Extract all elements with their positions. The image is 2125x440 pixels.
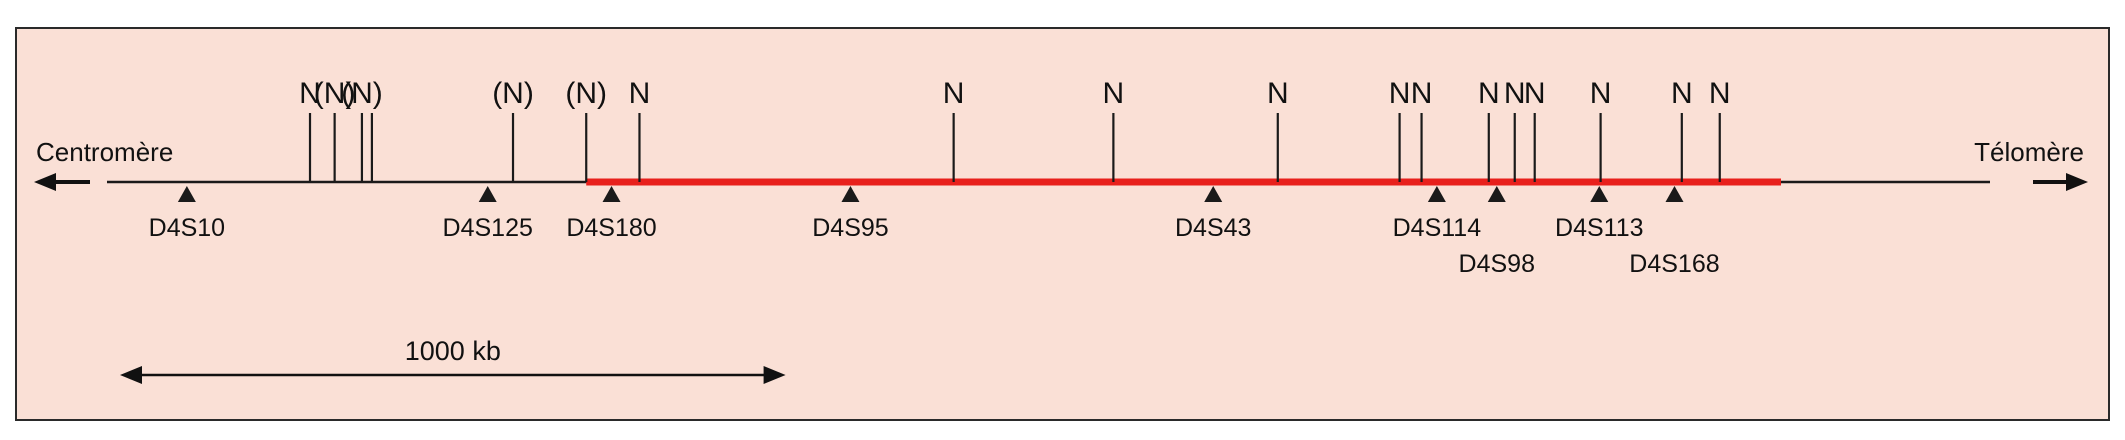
notI-site-label: N [1478, 77, 1500, 110]
notI-site-label: (N) [314, 77, 356, 110]
notI-site-label: N [629, 77, 651, 110]
notI-site-label: N [1590, 77, 1612, 110]
notI-site-label: N [1504, 77, 1526, 110]
marker-triangle-icon [1590, 186, 1609, 202]
notI-site-label: N [299, 77, 321, 110]
marker-label: D4S125 [443, 214, 533, 242]
notI-site-label: N [1709, 77, 1731, 110]
marker-label: D4S113 [1555, 214, 1644, 242]
scale-bar-label: 1000 kb [405, 336, 501, 366]
figure-panel [15, 27, 2110, 421]
marker-label: D4S168 [1629, 250, 1719, 278]
notI-site-label: N [1103, 77, 1125, 110]
notI-site-label: N [1671, 77, 1693, 110]
notI-site-label: N [943, 77, 965, 110]
telomere-label: Télomère [1974, 137, 2084, 167]
marker-triangle-icon [1427, 186, 1446, 202]
marker-triangle-icon [602, 186, 621, 202]
marker-label: D4S180 [566, 214, 656, 242]
marker-label: D4S95 [812, 214, 888, 242]
marker-triangle-icon [841, 186, 860, 202]
notI-site-label: N [1267, 77, 1289, 110]
marker-label: D4S98 [1459, 250, 1535, 278]
marker-label: D4S114 [1393, 214, 1482, 242]
scale-bar-left-arrow-icon [120, 366, 142, 384]
notI-site-label: (N) [492, 77, 534, 110]
scale-bar: 1000 kb [120, 336, 786, 384]
notI-site-label: N [1411, 77, 1433, 110]
marker-label: D4S10 [149, 214, 225, 242]
notI-site-label: N [1524, 77, 1546, 110]
marker-triangle-icon [177, 186, 196, 202]
notI-site-label: (N) [341, 77, 383, 110]
marker-triangle-icon [478, 186, 497, 202]
marker-label: D4S43 [1175, 214, 1251, 242]
marker-triangle-icon [1487, 186, 1506, 202]
centromere-arrow-icon [34, 173, 90, 191]
telomere-arrow-icon [2033, 173, 2088, 191]
marker-triangle-icon [1204, 186, 1223, 202]
marker-triangle-icon [1665, 186, 1684, 202]
centromere-label: Centromère [36, 137, 173, 167]
scale-bar-right-arrow-icon [763, 366, 786, 384]
notI-site-label: (N) [565, 77, 607, 110]
notI-site-label: N [1389, 77, 1411, 110]
